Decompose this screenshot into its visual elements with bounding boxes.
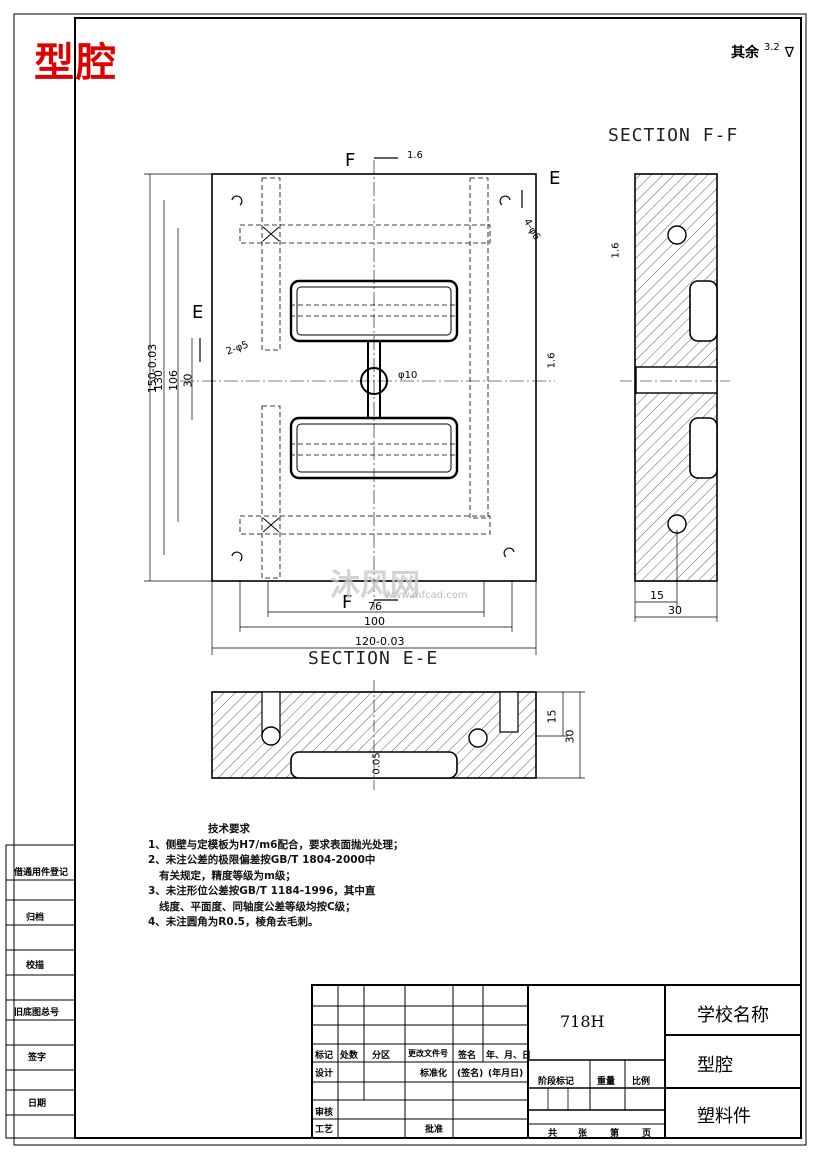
tb-stage-mark: 阶段标记 xyxy=(538,1077,575,1087)
tech-requirements: 技术要求 1、侧壁与定模板为H7/m6配合，要求表面抛光处理； 2、未注公差的极… xyxy=(148,822,403,931)
tb-sheets: 张 xyxy=(578,1129,588,1139)
dim-phi10: φ10 xyxy=(398,370,418,381)
tb-process: 工艺 xyxy=(315,1125,334,1135)
tb-hdr-change-doc: 更改文件号 xyxy=(408,1049,448,1058)
tb-hdr-date: 年、月、日 xyxy=(486,1051,532,1061)
dim-106: 106 xyxy=(167,370,180,391)
school-name: 学校名称 xyxy=(697,1005,769,1026)
tech-req-item: 有关规定，精度等级为m级； xyxy=(148,869,296,882)
dim-130: 130 xyxy=(152,370,165,391)
dim-30-vertical: 30 xyxy=(181,373,195,388)
tb-weight: 重量 xyxy=(597,1077,616,1087)
tb-standardize: 标准化 xyxy=(420,1069,448,1079)
view-label-f-top: F xyxy=(345,150,356,171)
dim-ee-15: 15 xyxy=(545,709,559,724)
tb-design: 设计 xyxy=(315,1069,334,1079)
roughness-value: 3.2 xyxy=(763,42,780,53)
roughness-mark-top: 1.6 xyxy=(407,150,423,161)
dim-ee-30: 30 xyxy=(563,729,577,744)
tech-req-item: 3、未注形位公差按GB/T 1184-1996，其中直 xyxy=(148,885,376,897)
dim-ff-15: 15 xyxy=(650,589,664,602)
side-label-trace: 校描 xyxy=(26,961,45,971)
view-label-f-bottom: F xyxy=(342,592,353,613)
tech-req-item: 线度、平面度、同轴度公差等级均按C级； xyxy=(148,900,356,913)
side-label-date: 日期 xyxy=(28,1099,47,1109)
top-view xyxy=(144,157,555,655)
dim-ee-005: 0.05 xyxy=(371,752,383,775)
side-strip xyxy=(5,844,76,1139)
roughness-symbol-icon: ∇ xyxy=(784,45,795,61)
title-block-grid xyxy=(311,984,802,1139)
section-ee-title: SECTION E-E xyxy=(308,648,439,669)
section-ff-view xyxy=(620,173,730,622)
tb-review: 审核 xyxy=(315,1108,334,1118)
dim-76: 76 xyxy=(368,600,382,613)
dim-ff-30: 30 xyxy=(668,604,682,617)
dim-width-120: 120-0.03 xyxy=(355,635,405,648)
tech-req-item: 2、未注公差的极限偏差按GB/T 1804-2000中 xyxy=(148,854,376,866)
view-label-e-right: E xyxy=(549,168,561,189)
watermark: 沐风网 xyxy=(330,568,420,603)
watermark-url: www.mfcad.com xyxy=(385,590,468,601)
tech-req-item: 1、侧壁与定模板为H7/m6配合，要求表面抛光处理； xyxy=(148,838,404,851)
roughness-mark-ff: 1.6 xyxy=(610,242,622,259)
dim-100: 100 xyxy=(364,615,385,628)
roughness-mark-right: 1.6 xyxy=(546,352,558,369)
tb-approve: 批准 xyxy=(425,1125,444,1135)
tb-hdr-mark: 标记 xyxy=(315,1051,334,1061)
tb-total: 共 xyxy=(548,1129,558,1139)
part-name: 型腔 xyxy=(697,1055,733,1076)
roughness-note: 其余 3.2 ∇ xyxy=(731,42,794,62)
tb-date-placeholder: (年月日) xyxy=(488,1069,524,1079)
tech-req-item: 4、未注圆角为R0.5，棱角去毛刺。 xyxy=(148,916,319,928)
drawing-type: 塑料件 xyxy=(697,1106,751,1127)
view-label-e-left: E xyxy=(192,302,204,323)
side-label-archive: 归档 xyxy=(26,913,45,923)
tb-page: 页 xyxy=(642,1129,652,1139)
tb-no: 第 xyxy=(610,1129,620,1139)
side-label-registration: 借通用件登记 xyxy=(14,868,69,878)
section-ff-title: SECTION F-F xyxy=(608,125,739,146)
side-label-old-drawing: 旧底图总号 xyxy=(14,1008,60,1018)
tb-hdr-count: 处数 xyxy=(340,1051,359,1061)
outer-border xyxy=(13,13,807,1146)
sheet-title: 型腔 xyxy=(34,40,118,86)
material-label: 718H xyxy=(560,1012,605,1031)
roughness-label: 其余 xyxy=(731,45,759,61)
tb-hdr-sign: 签名 xyxy=(458,1051,477,1061)
tb-sign-placeholder: (签名) xyxy=(457,1069,484,1079)
side-label-signature: 签字 xyxy=(28,1053,47,1063)
tb-scale: 比例 xyxy=(632,1077,651,1087)
section-ee-view xyxy=(211,680,585,790)
tech-requirements-title: 技术要求 xyxy=(208,823,250,835)
tb-hdr-zone: 分区 xyxy=(372,1051,391,1061)
